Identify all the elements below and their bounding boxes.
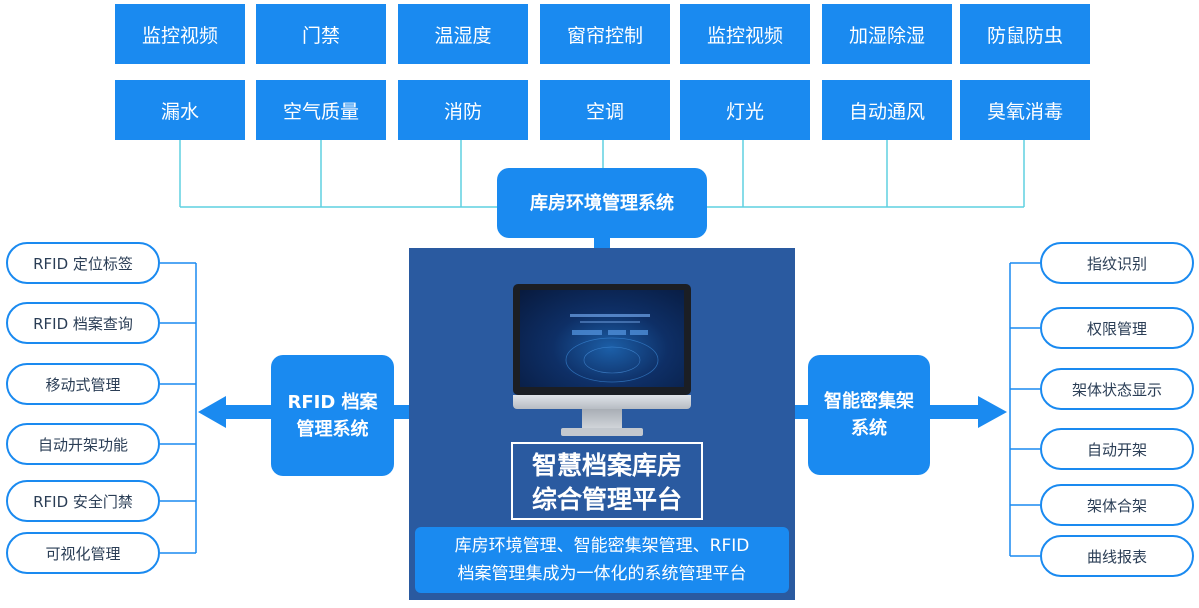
left-connector-icon [393, 405, 411, 419]
rfid-item-3: 移动式管理 [6, 363, 160, 405]
platform-panel: 智慧档案库房 综合管理平台 库房环境管理、智能密集架管理、RFID 档案管理集成… [409, 248, 795, 600]
shelf-item-1: 指纹识别 [1040, 242, 1194, 284]
rfid-hub-line1: RFID 档案 [287, 391, 378, 413]
shelf-item-2: 权限管理 [1040, 307, 1194, 349]
monitor-stand [582, 409, 622, 429]
env-item-bottom-1: 漏水 [115, 80, 245, 140]
shelf-hub-line1: 智能密集架 [824, 391, 914, 412]
env-item-top-3: 温湿度 [398, 4, 528, 64]
rfid-item-6: 可视化管理 [6, 532, 160, 574]
shelf-item-6: 曲线报表 [1040, 535, 1194, 577]
env-item-top-1: 监控视频 [115, 4, 245, 64]
rfid-item-4: 自动开架功能 [6, 423, 160, 465]
env-item-top-5: 监控视频 [680, 4, 810, 64]
rfid-item-2: RFID 档案查询 [6, 302, 160, 344]
env-item-bottom-5: 灯光 [680, 80, 810, 140]
rfid-system-hub: RFID 档案 管理系统 [271, 355, 394, 476]
env-item-top-6: 加湿除湿 [822, 4, 952, 64]
shelf-system-hub: 智能密集架 系统 [808, 355, 930, 475]
platform-title: 智慧档案库房 综合管理平台 [511, 442, 703, 520]
env-item-bottom-2: 空气质量 [256, 80, 386, 140]
shelf-item-4: 自动开架 [1040, 428, 1194, 470]
env-item-bottom-3: 消防 [398, 80, 528, 140]
environment-system-hub: 库房环境管理系统 [497, 168, 707, 238]
platform-desc-line1: 库房环境管理、智能密集架管理、RFID [454, 536, 750, 556]
right-arrow-icon [930, 396, 1007, 428]
rfid-hub-line2: 管理系统 [296, 418, 369, 440]
env-item-bottom-4: 空调 [540, 80, 670, 140]
platform-description: 库房环境管理、智能密集架管理、RFID 档案管理集成为一体化的系统管理平台 [415, 527, 789, 593]
env-item-top-4: 窗帘控制 [540, 4, 670, 64]
env-item-bottom-7: 臭氧消毒 [960, 80, 1090, 140]
platform-title-line2: 综合管理平台 [531, 485, 682, 514]
rfid-item-1: RFID 定位标签 [6, 242, 160, 284]
shelf-hub-line2: 系统 [851, 418, 887, 439]
shelf-item-3: 架体状态显示 [1040, 368, 1194, 410]
platform-desc-line2: 档案管理集成为一体化的系统管理平台 [457, 564, 747, 584]
right-connector-icon [794, 405, 810, 419]
left-arrow-icon [198, 396, 271, 428]
monitor-screen [520, 290, 684, 387]
monitor-icon [513, 284, 691, 395]
platform-title-line1: 智慧档案库房 [531, 451, 682, 480]
env-item-bottom-6: 自动通风 [822, 80, 952, 140]
rfid-item-5: RFID 安全门禁 [6, 480, 160, 522]
screen-graphic [565, 314, 659, 383]
monitor-bezel [513, 395, 691, 409]
shelf-item-5: 架体合架 [1040, 484, 1194, 526]
env-item-top-7: 防鼠防虫 [960, 4, 1090, 64]
monitor-base [561, 428, 643, 436]
env-item-top-2: 门禁 [256, 4, 386, 64]
